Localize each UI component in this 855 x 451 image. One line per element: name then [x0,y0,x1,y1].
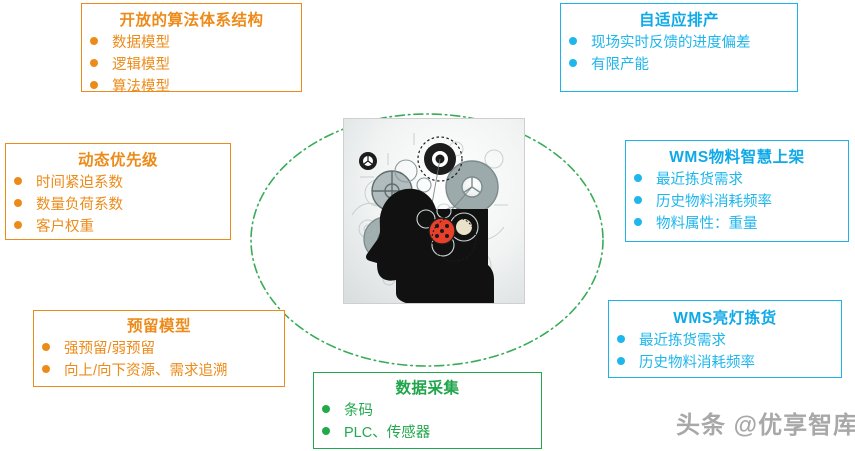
list-item: 逻辑模型 [90,54,295,76]
panel-bullet-list: 时间紧迫系数 数量负荷系数 客户权重 [6,172,230,244]
list-item-label: 历史物料消耗频率 [656,194,772,211]
list-item: 历史物料消耗频率 [634,191,842,213]
list-item-label: PLC、传感器 [344,425,431,442]
panel-wms-pick-to-light: WMS亮灯拣货 最近拣货需求 历史物料消耗频率 [608,300,842,378]
bullet-dot-icon [322,427,330,436]
bullet-dot-icon [14,221,22,230]
bullet-dot-icon [42,365,50,374]
list-item-label: 有限产能 [591,57,649,74]
list-item: 强预留/弱预留 [42,338,278,360]
panel-reservation-model: 预留模型 强预留/弱预留 向上/向下资源、需求追溯 [33,310,285,387]
list-item: 算法模型 [90,76,295,98]
list-item-label: 最近拣货需求 [639,333,726,350]
list-item: 数量负荷系数 [14,194,224,216]
bullet-dot-icon [617,357,625,366]
bullet-dot-icon [634,196,642,205]
list-item-label: 最近拣货需求 [656,172,743,189]
panel-bullet-list: 条码 PLC、传感器 [314,400,541,450]
panel-algorithm-architecture: 开放的算法体系结构 数据模型 逻辑模型 算法模型 [81,3,302,95]
bullet-dot-icon [569,37,577,46]
head-silhouette-with-gears-image [343,118,525,304]
list-item: 客户权重 [14,216,224,238]
bullet-dot-icon [322,405,330,414]
panel-title: 预留模型 [126,318,191,335]
list-item-label: 现场实时反馈的进度偏差 [591,35,751,52]
panel-title: WMS物料智慧上架 [669,149,805,166]
list-item-label: 数量负荷系数 [36,197,123,214]
panel-data-acquisition: 数据采集 条码 PLC、传感器 [313,372,542,449]
list-item-label: 历史物料消耗频率 [639,355,755,372]
bullet-dot-icon [90,81,98,90]
list-item: 数据模型 [90,32,295,54]
panel-bullet-list: 现场实时反馈的进度偏差 有限产能 [561,32,797,82]
bullet-dot-icon [90,59,98,68]
list-item: 现场实时反馈的进度偏差 [569,32,791,54]
bullet-dot-icon [634,218,642,227]
panel-title: WMS亮灯拣货 [673,310,777,327]
list-item: 时间紧迫系数 [14,172,224,194]
list-item-label: 数据模型 [112,35,170,52]
list-item: 条码 [322,400,535,422]
list-item-label: 逻辑模型 [112,57,170,74]
list-item: 最近拣货需求 [617,330,835,352]
list-item: 向上/向下资源、需求追溯 [42,360,278,382]
panel-bullet-list: 最近拣货需求 历史物料消耗频率 物料属性：重量 [626,169,848,241]
bullet-dot-icon [90,37,98,46]
list-item: 有限产能 [569,54,791,76]
bullet-dot-icon [42,343,50,352]
list-item: 历史物料消耗频率 [617,352,835,374]
panel-title: 自适应排产 [638,12,719,29]
list-item-label: 条码 [344,403,373,420]
list-item-label: 强预留/弱预留 [64,341,156,358]
panel-dynamic-priority: 动态优先级 时间紧迫系数 数量负荷系数 客户权重 [5,143,231,240]
panel-title: 动态优先级 [77,152,158,169]
list-item-label: 算法模型 [112,79,170,96]
bullet-dot-icon [634,174,642,183]
panel-bullet-list: 强预留/弱预留 向上/向下资源、需求追溯 [34,338,284,388]
bullet-dot-icon [14,199,22,208]
bullet-dot-icon [569,59,577,68]
panel-wms-smart-putaway: WMS物料智慧上架 最近拣货需求 历史物料消耗频率 物料属性：重量 [625,140,849,242]
list-item: 物料属性：重量 [634,213,842,235]
bullet-dot-icon [617,335,625,344]
bullet-dot-icon [14,177,22,186]
list-item-label: 向上/向下资源、需求追溯 [64,363,228,380]
panel-adaptive-scheduling: 自适应排产 现场实时反馈的进度偏差 有限产能 [560,3,798,92]
list-item-label: 客户权重 [36,219,94,236]
list-item: 最近拣货需求 [634,169,842,191]
list-item-label: 时间紧迫系数 [36,175,123,192]
watermark: 头条 @优享智库 [676,412,855,439]
panel-title: 数据采集 [395,380,460,397]
list-item: PLC、传感器 [322,422,535,444]
list-item-label: 物料属性：重量 [656,216,758,233]
panel-bullet-list: 最近拣货需求 历史物料消耗频率 [609,330,841,380]
panel-bullet-list: 数据模型 逻辑模型 算法模型 [82,32,301,104]
panel-title: 开放的算法体系结构 [119,12,264,29]
